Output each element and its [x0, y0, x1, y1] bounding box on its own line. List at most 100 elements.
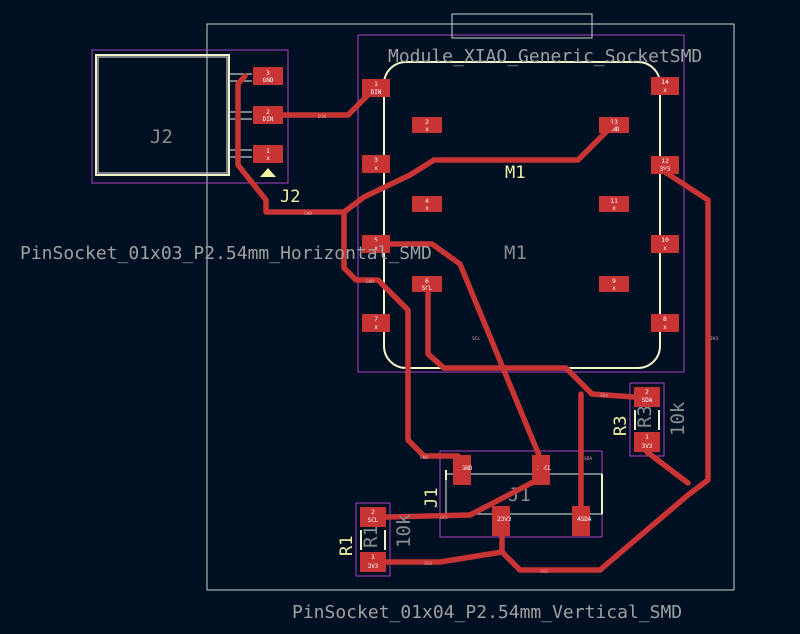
pad-net-name: GND: [263, 77, 274, 84]
pad-number: 2: [425, 118, 429, 126]
m1-pad-4[interactable]: 4 x: [412, 196, 442, 212]
trace-din[interactable]: [280, 92, 371, 118]
trace-net-label: GND: [366, 279, 374, 285]
m1-pad-11[interactable]: 11 x: [599, 196, 629, 212]
pad-number: 1: [266, 147, 270, 155]
m1-pad-14[interactable]: 14 x: [651, 77, 679, 95]
pad-net-name: x: [612, 285, 616, 292]
r3-pad-1[interactable]: 1 3V3: [634, 432, 660, 452]
m1-ref-label: M1: [505, 163, 525, 183]
m1-pad-3[interactable]: 3 x: [362, 155, 390, 173]
pad-net-name: x: [374, 245, 378, 252]
j2-silkscreen-body: [95, 54, 230, 176]
pad-number: 5: [374, 236, 378, 244]
pad-number: 1: [374, 80, 378, 88]
pad-number: 11: [610, 197, 618, 205]
r3-ref-label: R3: [611, 416, 631, 436]
reference-labels: Module_XIAO_Generic_SocketSMD M1 M1 PinS…: [20, 46, 702, 623]
pad-net-name: x: [266, 155, 270, 162]
pad-net-name: SCL: [368, 517, 379, 524]
pad-net-name: x: [374, 324, 378, 331]
pad-net-name: x: [425, 205, 429, 212]
j2-ref-label: J2: [280, 187, 300, 207]
pad-number: 3: [374, 156, 378, 164]
pad-number: 2: [371, 508, 375, 516]
m1-pad-6[interactable]: 6 SCL: [412, 276, 442, 292]
pad-net-name: x: [425, 126, 429, 133]
pad-number: 2: [266, 108, 270, 116]
m1-pad-2[interactable]: 2 x: [412, 117, 442, 133]
j1-pad-2[interactable]: 2 3V3: [492, 506, 512, 536]
pad-number: 9: [612, 277, 616, 285]
trace-3v3-r1[interactable]: [383, 549, 505, 565]
pad-net-name: SCL: [422, 285, 433, 292]
trace-net-labels: DIN GND GND GND SCL SCL SDA SDA 3V3 3V3 …: [304, 114, 718, 575]
pad-number: 14: [661, 78, 669, 86]
trace-net-label: SDA: [584, 456, 592, 462]
j1-footprint-label: PinSocket_01x04_P2.54mm_Vertical_SMD: [292, 602, 682, 623]
j2-ref-body-text: J2: [150, 126, 173, 148]
m1-pad-9[interactable]: 9 x: [599, 276, 629, 292]
pad-net-name: SDA: [642, 397, 653, 404]
r1-courtyard: [355, 502, 391, 577]
pad-net-name: x: [374, 165, 378, 172]
pad-net-name: x: [663, 324, 667, 331]
trace-net-label: 3V3: [424, 561, 432, 567]
j2-footprint-label: PinSocket_01x03_P2.54mm_Horizontal_SMD: [20, 243, 432, 264]
r1-ref-body-text: R1: [360, 525, 382, 548]
pad-number: 2: [645, 388, 649, 396]
r1-pad-1[interactable]: 1 3V3: [360, 552, 386, 572]
r3-ref-body-text: R3: [634, 405, 656, 428]
trace-net-label: GND: [304, 211, 312, 217]
module-m1[interactable]: 1 DIN 3 x 5 x 7 x 2 x 4 x: [357, 13, 685, 373]
trace-net-label: DIN: [318, 114, 326, 120]
pad-net-name: x: [663, 87, 667, 94]
trace-sda-a[interactable]: [425, 289, 637, 400]
j2-pad-1[interactable]: 1 x: [253, 145, 283, 163]
resistor-r3[interactable]: R3 2 SDA 1 3V3: [629, 382, 665, 457]
r3-courtyard: [629, 382, 665, 457]
pad-number: 1: [371, 553, 375, 561]
trace-net-label: SCL: [440, 515, 448, 521]
pad-number: 2: [497, 515, 501, 523]
pad-number: 7: [374, 315, 378, 323]
pin1-marker-icon: [260, 168, 276, 177]
pad-number: 6: [425, 277, 429, 285]
pad-number: 4: [577, 515, 581, 523]
j1-pad-4[interactable]: 4 SDA: [572, 506, 592, 536]
pad-net-name: DIN: [371, 89, 382, 96]
trace-3v3-r3[interactable]: [644, 449, 691, 486]
trace-scl-b[interactable]: [383, 457, 544, 520]
trace-net-label: SDA: [600, 393, 608, 399]
connector-j2[interactable]: J2 3 GND 2 DIN 1 x: [91, 49, 289, 184]
pad-net-name: 3V3: [368, 563, 379, 570]
trace-net-label: 3V3: [710, 336, 718, 342]
r1-value-label: 10k: [393, 513, 415, 548]
m1-ref-shadow-label: M1: [504, 242, 527, 264]
copper-traces: [235, 73, 711, 573]
r3-value-label: 10k: [667, 401, 689, 436]
r1-pad-2[interactable]: 2 SCL: [360, 507, 386, 527]
pad-number: 13: [610, 118, 618, 126]
trace-3v3-main[interactable]: [499, 169, 711, 573]
trace-scl-a[interactable]: [373, 241, 544, 463]
pad-net-name: x: [612, 205, 616, 212]
m1-pad-8[interactable]: 8 x: [651, 314, 679, 332]
m1-pad-7[interactable]: 7 x: [362, 314, 390, 332]
j2-pad-2[interactable]: 2 DIN: [253, 106, 283, 124]
board-edge-outline: [206, 23, 735, 591]
pad-net-name: GND: [609, 126, 620, 133]
trace-net-label: SCL: [472, 336, 480, 342]
trace-net-label: GND: [420, 455, 428, 461]
pad-net-name: GND: [462, 465, 473, 472]
trace-gnd-j1[interactable]: [341, 209, 463, 471]
resistor-r1[interactable]: R1 2 SCL 1 3V3: [355, 502, 391, 577]
m1-pad-10[interactable]: 10 x: [651, 235, 679, 253]
r3-pad-2[interactable]: 2 SDA: [634, 387, 660, 407]
j2-pad-3[interactable]: 3 GND: [253, 67, 283, 85]
m1-footprint-label: Module_XIAO_Generic_SocketSMD: [388, 46, 702, 67]
pad-net-name: SDA: [581, 516, 592, 523]
pad-net-name: DIN: [263, 116, 274, 123]
pad-number: 4: [425, 197, 429, 205]
pad-net-name: SCL: [541, 465, 552, 472]
